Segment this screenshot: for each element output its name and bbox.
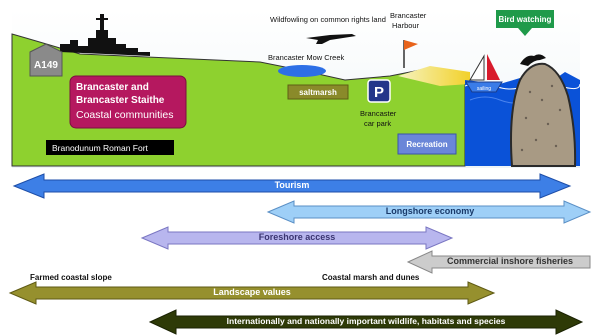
harbour-line: Brancaster (390, 11, 427, 20)
road-sign-label: A149 (34, 60, 58, 71)
car-park-line: car park (364, 119, 391, 128)
bird-watching-label: Bird watching (499, 15, 552, 24)
parking-symbol: P (374, 84, 384, 101)
saltmarsh-box (287, 84, 349, 100)
fort-box (46, 140, 174, 155)
wildlife-label: Internationally and nationally important… (226, 316, 506, 326)
rocky-island (510, 62, 577, 167)
wildlife-arrow (148, 309, 584, 335)
recreation-label: Recreation (406, 140, 447, 149)
arrows (8, 173, 592, 335)
bird-watching-sign-pointer (518, 28, 532, 36)
car-park-label: Brancaster car park (360, 109, 398, 128)
shotgun-icon (306, 34, 356, 44)
boat-hull (465, 81, 503, 93)
fort-label: Branodunum Roman Fort (52, 143, 149, 153)
boat-sail (469, 54, 485, 81)
longshore-label: Longshore economy (385, 206, 475, 216)
landscape-label: Landscape values (213, 287, 291, 297)
harbour-label: Brancaster Harbour (390, 11, 428, 30)
community-line: Brancaster Staithe (76, 95, 165, 106)
bird-watching-sign (496, 10, 554, 28)
fisheries-label: Commercial inshore fisheries (446, 256, 574, 266)
foreshore-arrow (140, 226, 454, 250)
bird-icon (520, 54, 546, 66)
boat-label: sailing (477, 86, 491, 92)
church-cross (96, 18, 108, 20)
fisheries-arrow (406, 250, 591, 274)
creek-water (278, 65, 326, 77)
community-line: Brancaster and (76, 82, 149, 93)
community-line: Coastal communities (76, 109, 173, 121)
tourism-arrow (12, 173, 572, 199)
landscape-arrow (8, 281, 496, 305)
village-silhouette (60, 22, 150, 56)
beach (398, 66, 470, 86)
harbour-flag-icon (404, 40, 418, 50)
tourism-label: Tourism (274, 180, 310, 190)
longshore-arrow (266, 200, 592, 224)
recreation-box (397, 133, 457, 155)
farmed-slope-label: Farmed coastal slope (30, 273, 112, 282)
community-box (69, 75, 187, 129)
parking-sign (367, 79, 391, 103)
rock-texture (520, 84, 562, 152)
saltmarsh-label: saltmarsh (299, 88, 337, 97)
marsh-dunes-label: Coastal marsh and dunes (322, 273, 420, 282)
boat-sail-red (487, 54, 500, 80)
community-text: Brancaster and Brancaster Staithe Coasta… (76, 82, 173, 121)
creek-label: Brancaster Mow Creek (268, 53, 345, 62)
harbour-line: Harbour (392, 21, 420, 30)
foreshore-label: Foreshore access (258, 232, 336, 242)
car-park-line: Brancaster (360, 109, 397, 118)
road-sign (29, 43, 63, 77)
wildfowling-label: Wildfowling on common rights land (270, 15, 386, 24)
